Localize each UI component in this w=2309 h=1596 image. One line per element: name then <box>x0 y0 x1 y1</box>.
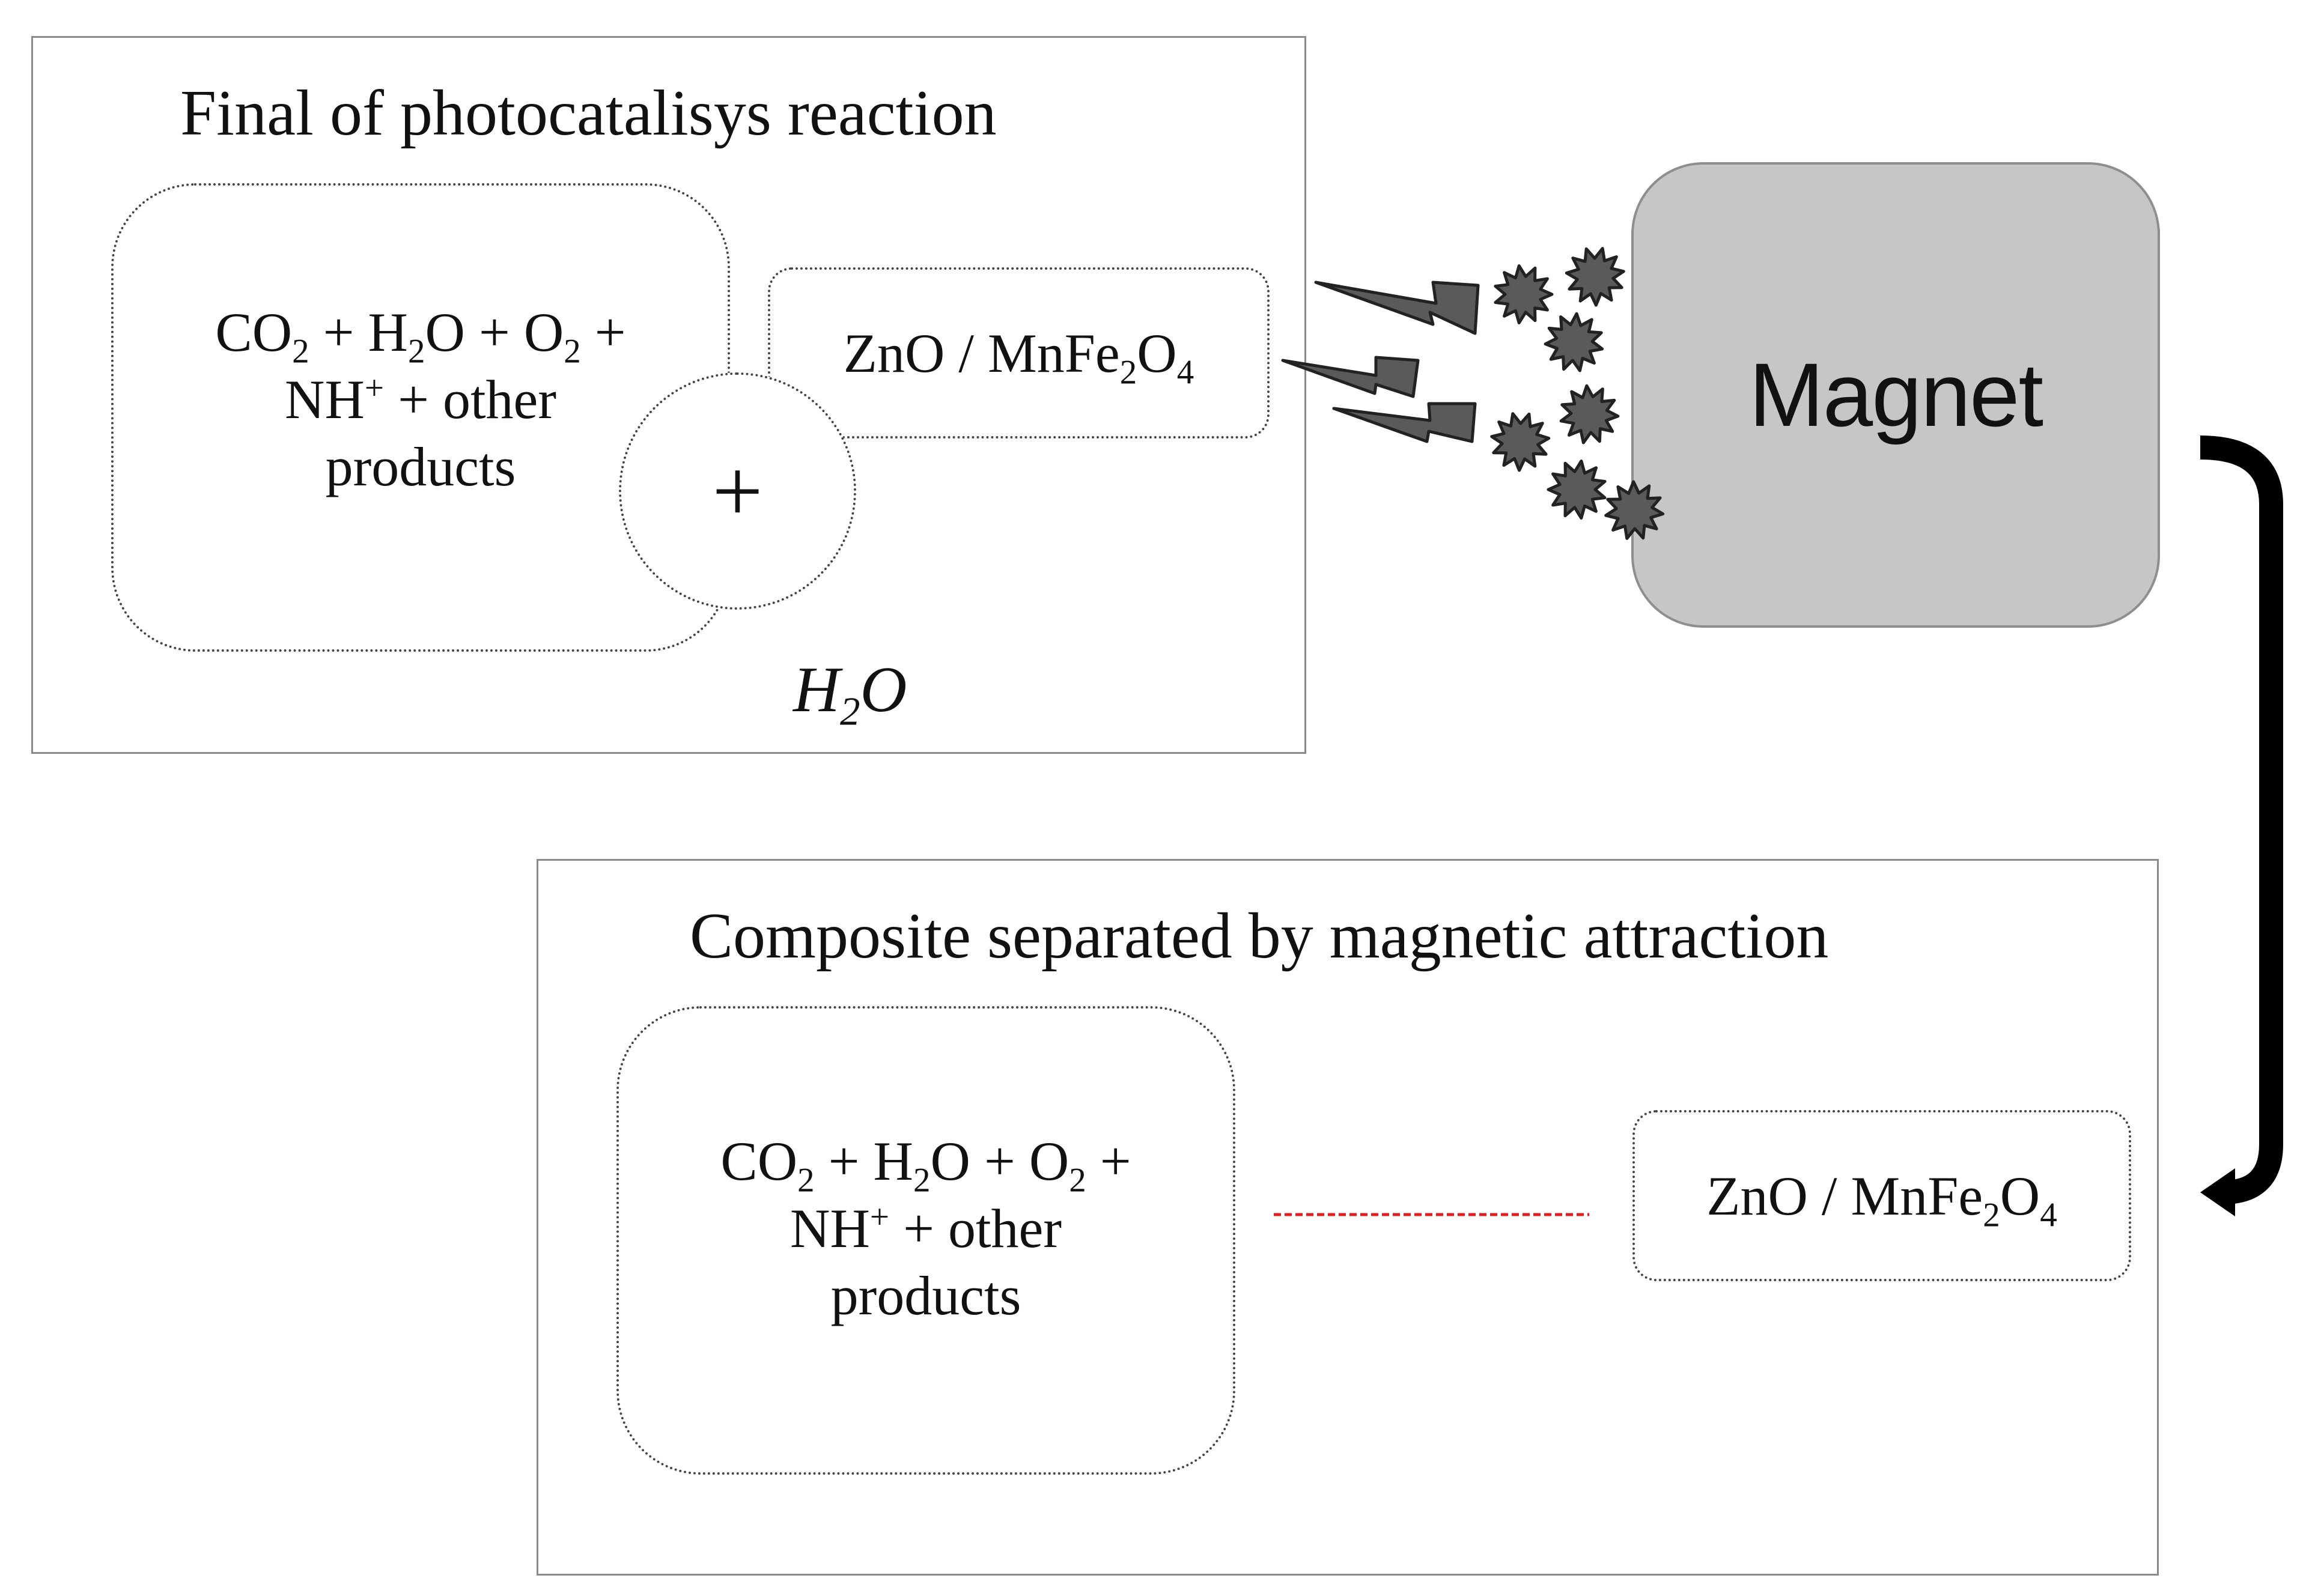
top-panel-title: Final of photocatalisys reaction <box>180 77 997 149</box>
magnetic-force-bolt-3 <box>1332 402 1477 443</box>
magnetic-particle <box>1604 480 1665 540</box>
magnetic-particle <box>1547 460 1607 520</box>
magnetic-force-bolt-2 <box>1281 356 1420 398</box>
magnetic-particles <box>1490 247 1665 540</box>
separated-products-line-1: CO2 + H2O + O2 + <box>720 1130 1131 1200</box>
separated-products-line-2: NH+ + other <box>790 1197 1062 1259</box>
plus-sign: + <box>712 441 763 541</box>
magnetic-particle <box>1494 264 1554 324</box>
magnetic-particle <box>1565 247 1625 307</box>
reaction-products-box: CO2 + H2O + O2 + NH+ + other products <box>111 183 730 652</box>
magnet: Magnet <box>1631 162 2160 628</box>
composite-box-bottom: ZnO / MnFe2O4 <box>1632 1110 2131 1281</box>
separated-products-box: CO2 + H2O + O2 + NH+ + other products <box>616 1006 1235 1475</box>
composite-box-top: ZnO / MnFe2O4 <box>768 267 1270 438</box>
bottom-panel-title: Composite separated by magnetic attracti… <box>690 900 1829 972</box>
magnet-label: Magnet <box>1748 344 2043 445</box>
magnetic-force-bolt-1 <box>1314 281 1480 335</box>
separated-products-line-3: products <box>830 1265 1021 1327</box>
magnetic-particle <box>1559 384 1620 445</box>
magnetic-particle <box>1544 312 1604 372</box>
magnetic-particle <box>1490 412 1551 472</box>
separation-arrowhead <box>2200 1168 2235 1216</box>
products-line-3: products <box>325 436 516 498</box>
products-line-1: CO2 + H2O + O2 + <box>215 301 626 371</box>
separation-arrow <box>2200 435 2283 1204</box>
separated-composite-formula: ZnO / MnFe2O4 <box>1706 1165 2057 1234</box>
water-label: H2O <box>793 654 907 734</box>
plus-circle: + <box>619 372 856 610</box>
products-line-2: NH+ + other <box>285 368 556 430</box>
composite-formula: ZnO / MnFe2O4 <box>843 322 1194 391</box>
